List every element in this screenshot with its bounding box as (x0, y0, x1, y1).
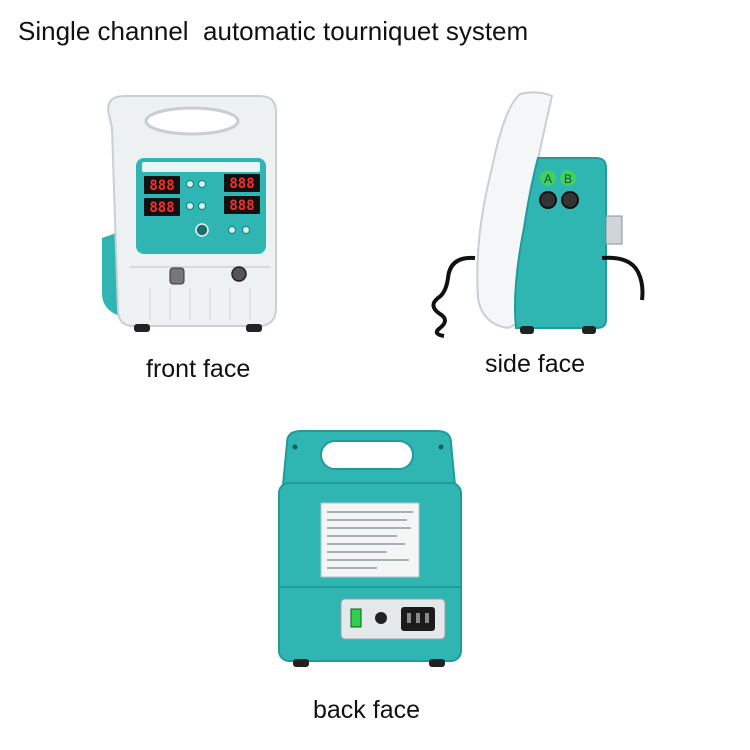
side-face-caption: side face (485, 350, 586, 378)
front-face-handle-hole (144, 106, 240, 136)
power-button-icon (195, 223, 209, 237)
page-title: Single channel automatic tourniquet syst… (18, 16, 529, 46)
port-a-connector-icon (539, 191, 557, 209)
display-4: 888 (229, 198, 254, 214)
front-face-buttons (186, 180, 250, 234)
fuse-holder-icon (375, 612, 387, 624)
side-cable-left (431, 255, 476, 338)
display-3: 888 (149, 200, 174, 216)
side-face-photo: A B (431, 91, 645, 338)
display-1: 888 (149, 178, 174, 194)
power-switch-icon (350, 608, 362, 628)
front-face-displays: 888 888 888 888 (144, 174, 260, 216)
display-2: 888 (229, 176, 254, 192)
side-plug (605, 215, 623, 245)
back-face-caption: back face (313, 696, 421, 724)
side-face-front-shell (476, 91, 554, 330)
front-connector-right-icon (231, 266, 247, 282)
front-face-photo: 888 888 888 888 (102, 95, 277, 332)
port-label-a: A (544, 172, 552, 186)
front-face-caption: front face (146, 355, 251, 383)
port-label-b: B (564, 172, 572, 186)
front-connector-left-icon (169, 267, 185, 285)
back-face-photo (278, 430, 462, 667)
back-face-label-sticker (320, 502, 420, 578)
side-cable-right (601, 255, 645, 301)
port-b-connector-icon (561, 191, 579, 209)
side-face-body (514, 157, 607, 329)
